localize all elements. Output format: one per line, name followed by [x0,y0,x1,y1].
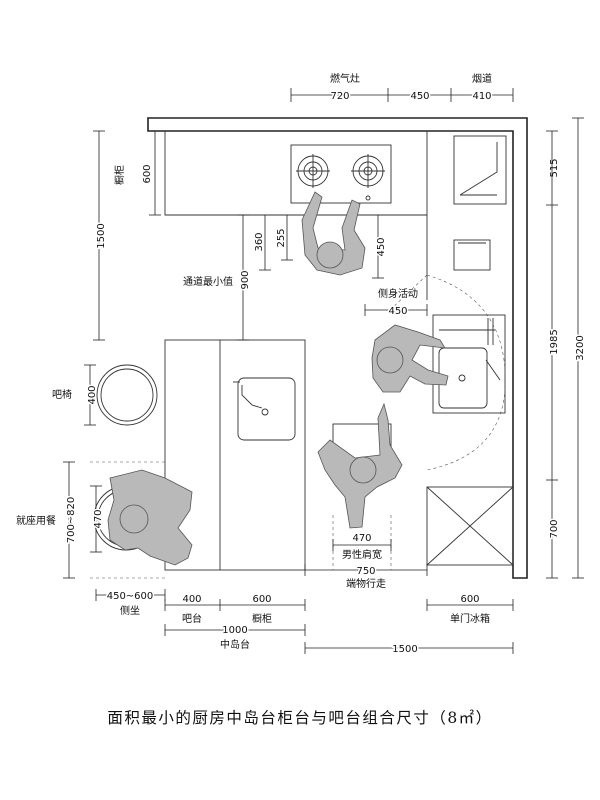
dim-600-cab: 600 [252,594,271,605]
dim-255: 255 [276,228,287,247]
dim-450-side: 450 [388,306,407,317]
label-side-move: 侧身活动 [378,287,418,300]
person-walking [317,402,403,529]
dim-470-seat: 470 [93,509,104,528]
label-male-shoulder: 男性肩宽 [342,548,382,561]
dim-470-shoulder: 470 [352,533,371,544]
dim-1000: 1000 [222,625,247,636]
fridge [426,486,514,566]
flue [453,135,507,205]
dim-360: 360 [254,232,265,251]
dim-400-bar: 400 [182,594,201,605]
dim-410: 410 [472,91,491,102]
dimension-lines [63,88,584,654]
label-side-seat: 侧坐 [120,604,140,617]
dim-450-600: 450~600 [107,591,154,602]
dim-700-820: 700~820 [66,497,77,544]
label-stove: 燃气灶 [330,72,360,85]
guide-lines [90,461,392,579]
dim-1500-left: 1500 [96,223,107,248]
person-sink [371,324,449,393]
dim-515: 515 [549,158,560,177]
dim-450-top: 450 [410,91,429,102]
label-island: 中岛台 [220,638,250,651]
dim-1500-bottom: 1500 [392,644,417,655]
dim-720: 720 [330,91,349,102]
dim-900: 900 [240,270,251,289]
small-appliance [453,239,491,271]
dim-700-right: 700 [549,519,560,538]
label-cabinet-left: 橱柜 [113,165,126,185]
label-dining: 就座用餐 [16,514,56,527]
label-end-walk: 端物行走 [346,577,386,590]
figure-caption: 面积最小的厨房中岛台柜台与吧台组合尺寸（8㎡） [107,709,493,727]
dim-1985: 1985 [549,329,560,354]
dim-600-fridge: 600 [460,594,479,605]
dim-750: 750 [356,566,375,577]
label-fridge: 单门冰箱 [450,612,490,625]
dim-600-left: 600 [142,164,153,183]
activity-arc [389,274,506,471]
person-seated [107,469,193,566]
right-sink [432,314,506,414]
walls [147,117,528,579]
gas-stove [290,144,392,204]
bar-chair [96,364,158,426]
island [164,339,306,571]
dim-3200: 3200 [575,335,586,360]
label-flue: 烟道 [472,72,492,85]
top-counter [164,131,428,300]
person-stove [301,191,366,276]
dim-400-chair: 400 [87,385,98,404]
label-bar-counter: 吧台 [182,612,202,625]
dim-450-mid: 450 [376,237,387,256]
label-aisle-min: 通道最小值 [183,275,233,288]
label-cabinet-bottom: 橱柜 [252,612,272,625]
label-bar-chair: 吧椅 [52,388,72,401]
